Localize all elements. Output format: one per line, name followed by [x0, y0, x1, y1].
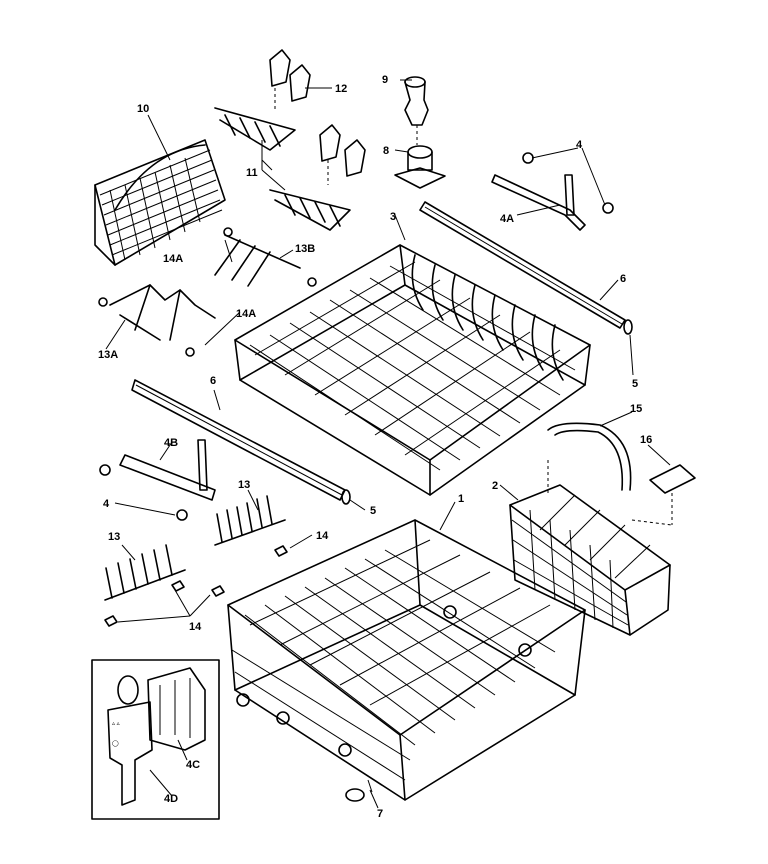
- part-8-mount: [394, 145, 446, 189]
- part-11-tine-racks: [214, 107, 351, 231]
- part-13-tine-row-mid: [214, 495, 288, 557]
- label-14a-bot: 14A: [236, 308, 256, 320]
- label-14-mid: 14: [316, 530, 329, 542]
- label-8: 8: [383, 145, 389, 157]
- leader-lines: [105, 79, 671, 809]
- label-4a: 4A: [500, 213, 514, 225]
- label-4b: 4B: [164, 437, 178, 449]
- part-2-basket: [509, 484, 671, 636]
- part-9-nozzle: [404, 76, 429, 145]
- label-3: 3: [390, 211, 396, 223]
- part-10-basket: [94, 139, 226, 266]
- part-12-clips: [269, 49, 366, 185]
- label-4-top: 4: [576, 139, 583, 151]
- part-13-tine-row-left: [104, 544, 225, 627]
- part-4b-bracket: [99, 439, 216, 521]
- label-5-mid: 5: [370, 505, 376, 517]
- label-13b: 13B: [295, 243, 315, 255]
- label-16: 16: [640, 434, 652, 446]
- label-6-left: 6: [210, 375, 216, 387]
- label-15: 15: [630, 403, 642, 415]
- part-6-rail-top: [419, 201, 633, 335]
- label-11: 11: [246, 167, 258, 179]
- label-7: 7: [377, 808, 383, 820]
- label-1: 1: [458, 493, 464, 505]
- label-4d: 4D: [164, 793, 178, 805]
- label-6-top: 6: [620, 273, 626, 285]
- part-6-rail-left: [131, 379, 351, 505]
- part-15-handle: [547, 422, 632, 495]
- part-4a-bracket: [491, 152, 614, 231]
- label-13-mid: 13: [238, 479, 250, 491]
- part-13a-insert: [98, 284, 216, 357]
- label-4-left: 4: [103, 498, 110, 510]
- svg-text:▵ ▵: ▵ ▵: [112, 721, 120, 727]
- label-13-left: 13: [108, 531, 120, 543]
- label-10: 10: [137, 103, 149, 115]
- label-14-bot: 14: [189, 621, 202, 633]
- label-2: 2: [492, 480, 498, 492]
- part-13b-insert: [214, 227, 317, 287]
- inset-detail: ▵ ▵ ◯: [91, 659, 220, 820]
- label-5-top: 5: [632, 378, 638, 390]
- part-labels: 10 12 11 9 8 4 4A 3 6 5 14A 13B 14A 13A …: [98, 74, 652, 820]
- part-16-filter: [631, 464, 696, 526]
- part-1-lower-rack: [227, 519, 586, 802]
- label-14a-top: 14A: [163, 253, 183, 265]
- svg-text:◯: ◯: [112, 740, 119, 747]
- label-13a: 13A: [98, 349, 118, 361]
- label-12: 12: [335, 83, 347, 95]
- label-4c: 4C: [186, 759, 200, 771]
- part-3-upper-rack: [234, 244, 591, 496]
- label-9: 9: [382, 74, 388, 86]
